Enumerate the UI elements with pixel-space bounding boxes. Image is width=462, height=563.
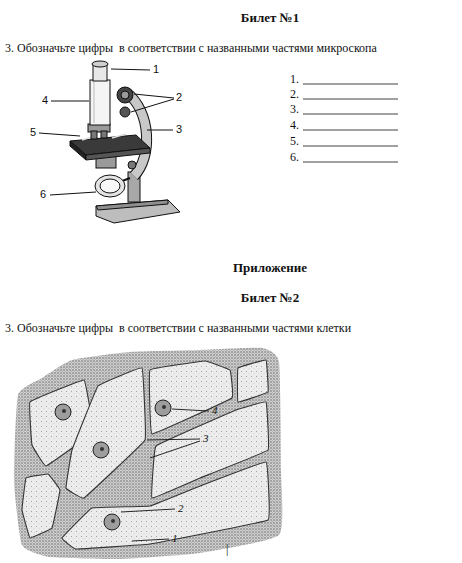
callout-number: 1 [153, 64, 159, 75]
plant-cell [237, 360, 268, 402]
answer-number: 2. [290, 88, 299, 100]
cell-nucleus [155, 400, 171, 416]
plant-cell [22, 474, 60, 538]
task-text: 3. Обозначьте цифры в соответствии с наз… [5, 322, 351, 334]
text-cursor: | [226, 543, 228, 555]
tissue-ground [14, 348, 282, 559]
nucleolus [62, 409, 66, 413]
callout-number: 1 [172, 533, 178, 544]
leader-line [132, 539, 169, 541]
nucleolus [111, 519, 115, 523]
answer-number: 5. [290, 135, 299, 147]
leader-line [150, 441, 200, 458]
cell-nucleus [93, 442, 109, 458]
appendix-heading: Приложение [233, 261, 307, 274]
answer-number: 1. [290, 73, 299, 85]
callout-number: 2 [178, 503, 184, 514]
cell-nucleus [55, 404, 71, 420]
ticket-heading: Билет №1 [241, 11, 299, 24]
nucleolus [162, 405, 166, 409]
cell-tissue-figure [14, 348, 282, 559]
callout-number: 5 [30, 127, 36, 138]
cell-nucleus [104, 514, 120, 530]
ticket-heading: Билет №2 [241, 291, 299, 304]
callout-number: 4 [212, 405, 218, 416]
callout-number: 2 [176, 92, 182, 103]
callout-number: 3 [176, 124, 182, 135]
plant-cell [66, 368, 145, 498]
microscope-figure [39, 61, 180, 223]
answer-number: 4. [290, 119, 299, 131]
answer-number: 3. [290, 103, 299, 115]
answer-blank-lines [303, 84, 398, 162]
task-text: 3. Обозначьте цифры в соответствии с наз… [5, 42, 377, 54]
nucleolus [100, 447, 104, 451]
leader-line [147, 439, 200, 440]
callout-number: 3 [203, 433, 209, 444]
leader-line [172, 409, 209, 411]
answer-number: 6. [290, 151, 299, 163]
callout-number: 4 [42, 95, 48, 106]
callout-number: 6 [40, 189, 46, 200]
leader-line [121, 509, 175, 512]
plant-cell [62, 462, 269, 549]
